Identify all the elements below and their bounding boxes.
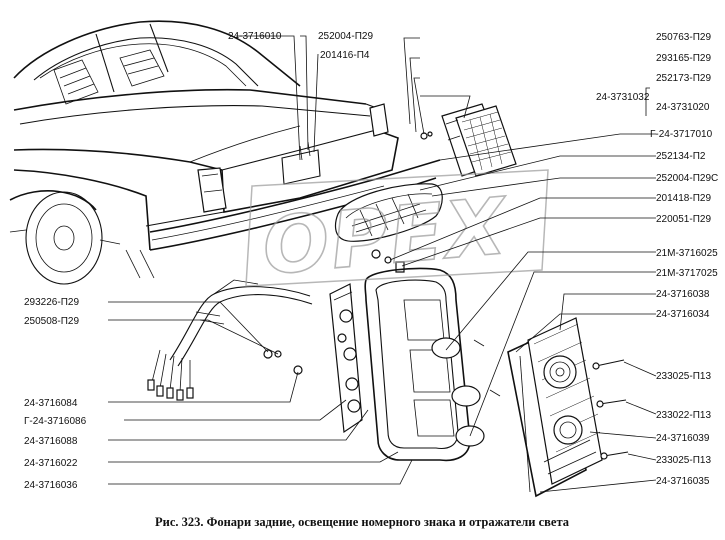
part-label: 24-3731020	[656, 102, 710, 113]
part-label: 24-3731032	[596, 92, 650, 103]
part-label: 252134-П2	[656, 151, 706, 162]
part-label: 24-3716036	[24, 480, 78, 491]
car-body-drawing	[9, 20, 441, 285]
lamp-base-plate	[329, 283, 363, 434]
part-label: 24-3716088	[24, 436, 78, 447]
part-label: 201418-П29	[656, 193, 711, 204]
part-label: 252004-П29	[318, 31, 373, 42]
figure-caption: Рис. 323. Фонари задние, освещение номер…	[155, 515, 570, 529]
part-label: 250763-П29	[656, 32, 711, 43]
part-label: 24-3716038	[656, 289, 710, 300]
part-label: 24-3716039	[656, 433, 710, 444]
part-label: 24-3716084	[24, 398, 78, 409]
part-label: 233025-П13	[656, 371, 711, 382]
part-label: 24-3716035	[656, 476, 710, 487]
part-label: 252173-П29	[656, 73, 711, 84]
part-label: 201416-П4	[320, 50, 370, 61]
part-label: 233025-П13	[656, 455, 711, 466]
part-labels: 24-3716010 252004-П29 201416-П4 250763-П…	[24, 31, 718, 491]
part-label: 293226-П29	[24, 297, 79, 308]
part-label: 250508-П29	[24, 316, 79, 327]
part-label: 233022-П13	[656, 410, 711, 421]
watermark-logo: OPEX	[245, 169, 549, 294]
part-label: Г-24-3716086	[24, 416, 87, 427]
part-label: 293165-П29	[656, 53, 711, 64]
part-label: 21М-3717025	[656, 268, 718, 279]
watermark-text: OPEX	[259, 182, 513, 293]
part-label: 24-3716010	[228, 31, 282, 42]
rear-lens-assembly	[507, 317, 629, 498]
part-label: 24-3716022	[24, 458, 78, 469]
part-label: Г-24-3717010	[650, 129, 713, 140]
part-label: 21М-3716025	[656, 248, 718, 259]
wire-harness	[147, 279, 313, 401]
leader-lines	[108, 35, 657, 493]
reflector-assembly	[420, 103, 517, 177]
part-label: 252004-П29С	[656, 173, 718, 184]
lamp-housing-gasket	[364, 267, 501, 462]
part-label: 220051-П29	[656, 214, 711, 225]
part-label: 24-3716034	[656, 309, 710, 320]
